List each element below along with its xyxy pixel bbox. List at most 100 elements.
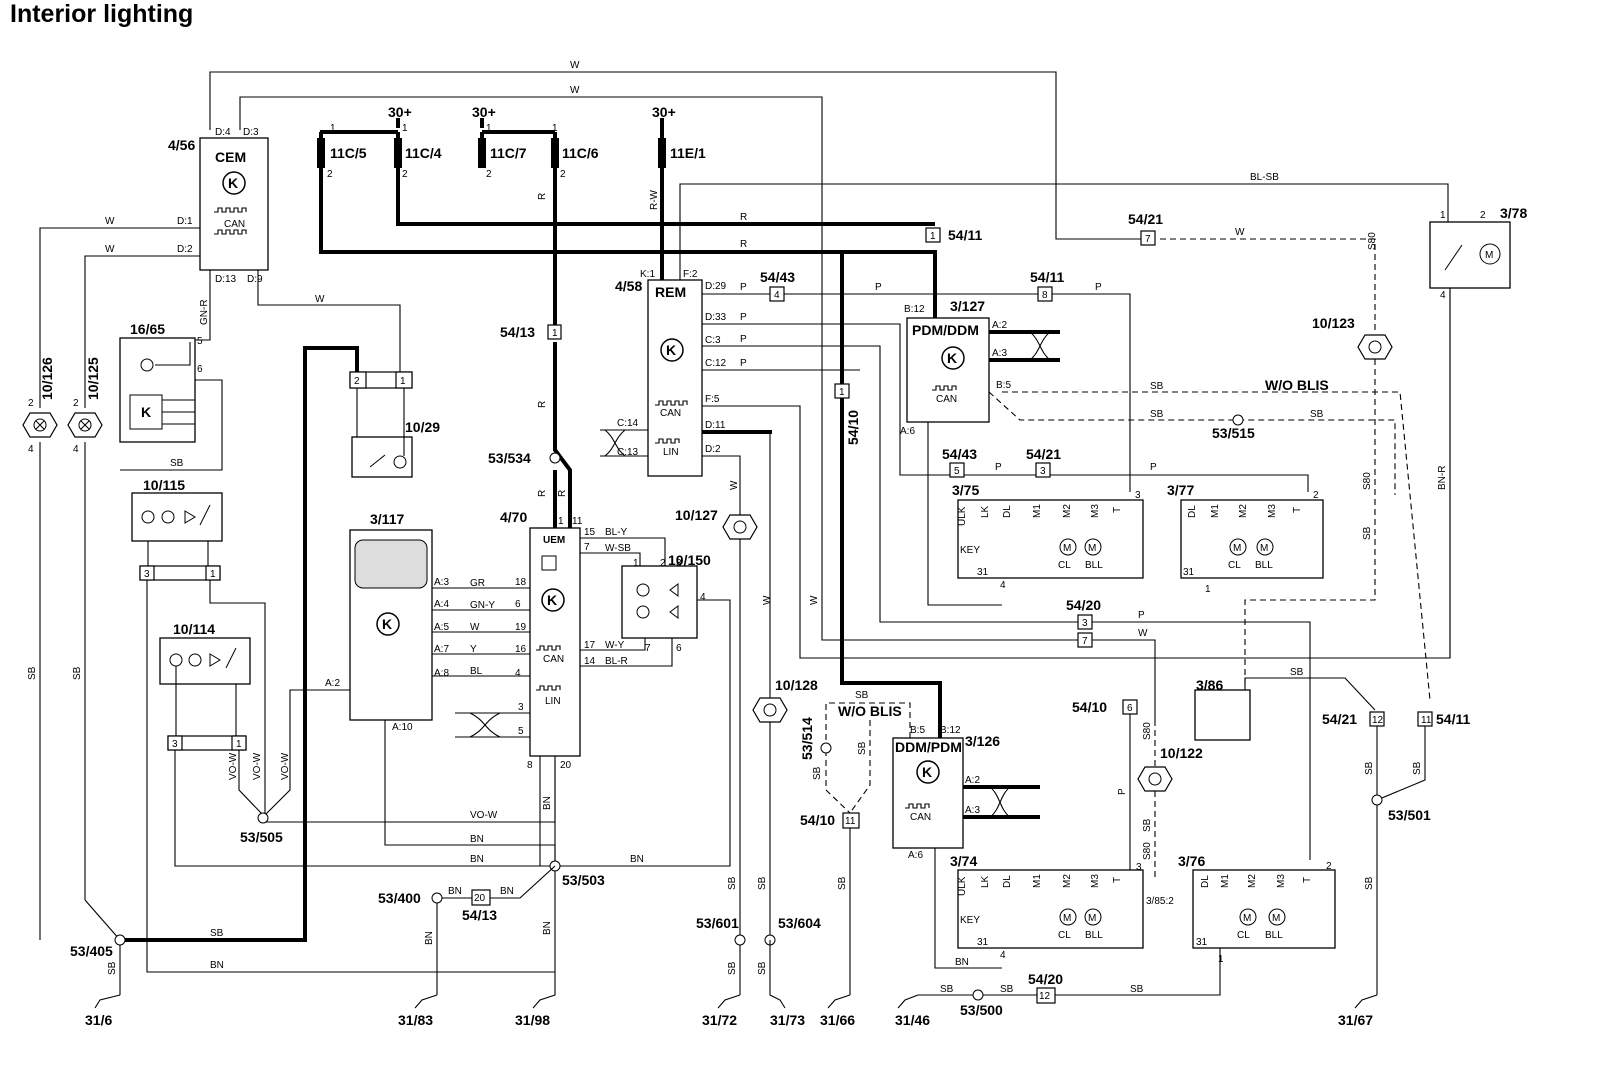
svg-text:3/74: 3/74 — [950, 853, 977, 869]
svg-text:A:3: A:3 — [992, 348, 1007, 359]
svg-text:53/500: 53/500 — [960, 1002, 1003, 1018]
svg-text:SB: SB — [1150, 409, 1164, 420]
svg-text:31/6: 31/6 — [85, 1012, 112, 1028]
svg-text:M3: M3 — [1267, 504, 1278, 518]
supply-30-label: 30+ — [388, 104, 412, 120]
svg-text:P: P — [1095, 282, 1102, 293]
svg-text:1: 1 — [552, 123, 558, 134]
svg-text:3: 3 — [518, 702, 524, 713]
can-label: CAN — [224, 219, 245, 230]
svg-text:14: 14 — [584, 656, 596, 667]
svg-text:T: T — [1112, 877, 1123, 883]
svg-text:M: M — [1233, 543, 1241, 554]
switch-10-114: 10/114 — [159, 621, 251, 736]
svg-text:W-Y: W-Y — [605, 640, 625, 651]
svg-text:BN: BN — [542, 796, 553, 810]
svg-text:31: 31 — [1183, 567, 1195, 578]
svg-text:10/122: 10/122 — [1160, 745, 1203, 761]
fuse-label: 11E/1 — [670, 145, 706, 161]
svg-text:6: 6 — [515, 599, 521, 610]
unit-3-86: 3/86 SB — [1194, 667, 1376, 741]
svg-text:SB: SB — [1150, 381, 1164, 392]
svg-text:W: W — [1235, 227, 1245, 238]
svg-text:T: T — [1302, 877, 1313, 883]
cem-ref: 4/56 — [168, 137, 195, 153]
svg-text:T: T — [1112, 507, 1123, 513]
svg-text:3: 3 — [1136, 862, 1142, 873]
svg-text:2: 2 — [560, 169, 566, 180]
lock-unit-3-77: 3/77 DL M1 M2 M3 T M M CL BLL 31 21 — [1167, 482, 1324, 595]
svg-text:KEY: KEY — [960, 915, 980, 926]
svg-text:1: 1 — [558, 516, 564, 527]
svg-text:K: K — [228, 175, 238, 191]
svg-text:CL: CL — [1228, 560, 1241, 571]
svg-text:SB: SB — [727, 961, 738, 975]
svg-text:S80: S80 — [1367, 232, 1378, 250]
svg-text:P: P — [740, 358, 747, 369]
svg-text:7: 7 — [1145, 234, 1151, 245]
svg-text:53/400: 53/400 — [378, 890, 421, 906]
svg-text:M1: M1 — [1032, 874, 1043, 888]
svg-text:2: 2 — [1313, 490, 1319, 501]
svg-text:17: 17 — [584, 640, 596, 651]
svg-text:SB: SB — [1142, 818, 1153, 832]
svg-text:7: 7 — [584, 542, 590, 553]
svg-text:CL: CL — [1058, 560, 1071, 571]
top-wires: W W BL-SB — [209, 60, 1449, 641]
svg-text:2: 2 — [28, 398, 34, 409]
svg-text:D:4: D:4 — [215, 127, 231, 138]
svg-text:ULK: ULK — [957, 876, 968, 896]
svg-text:SB: SB — [812, 766, 823, 780]
svg-text:BL: BL — [470, 666, 483, 677]
svg-text:A:10: A:10 — [392, 722, 413, 733]
svg-text:SB: SB — [940, 984, 954, 995]
svg-text:A:4: A:4 — [434, 599, 449, 610]
svg-text:B:12: B:12 — [940, 725, 961, 736]
svg-text:Y: Y — [470, 644, 477, 655]
svg-text:31: 31 — [977, 937, 989, 948]
svg-text:A:7: A:7 — [434, 644, 449, 655]
svg-text:1: 1 — [402, 123, 408, 134]
svg-text:54/11: 54/11 — [1030, 269, 1064, 285]
svg-text:D:9: D:9 — [247, 274, 263, 285]
svg-text:2: 2 — [327, 169, 333, 180]
svg-text:M1: M1 — [1210, 504, 1221, 518]
svg-text:3/117: 3/117 — [370, 511, 404, 527]
svg-text:11: 11 — [845, 816, 856, 827]
supply-30-label: 30+ — [652, 104, 676, 120]
svg-text:SB: SB — [837, 876, 848, 890]
svg-text:R: R — [740, 239, 747, 250]
svg-text:K: K — [141, 404, 151, 420]
svg-text:A:3: A:3 — [434, 577, 449, 588]
svg-text:W: W — [105, 216, 115, 227]
svg-text:10/127: 10/127 — [675, 507, 718, 523]
svg-text:53/515: 53/515 — [1212, 425, 1255, 441]
svg-text:6: 6 — [676, 643, 682, 654]
svg-text:P: P — [1150, 462, 1157, 473]
svg-text:54/20: 54/20 — [1028, 971, 1063, 987]
lamp-10-122: 10/122 S80 — [1137, 720, 1203, 880]
svg-text:DDM/PDM: DDM/PDM — [895, 739, 962, 755]
svg-text:M2: M2 — [1247, 874, 1258, 888]
svg-text:5: 5 — [518, 726, 524, 737]
svg-text:2: 2 — [354, 376, 360, 387]
svg-text:2: 2 — [486, 169, 492, 180]
svg-text:53/405: 53/405 — [70, 943, 113, 959]
svg-text:BLL: BLL — [1085, 930, 1103, 941]
svg-text:B:12: B:12 — [904, 304, 925, 315]
svg-text:1: 1 — [633, 558, 639, 569]
svg-text:K: K — [666, 342, 676, 358]
supply-30-label: 30+ — [472, 104, 496, 120]
svg-text:CAN: CAN — [660, 408, 681, 419]
svg-text:4: 4 — [28, 444, 34, 455]
svg-text:P: P — [995, 462, 1002, 473]
svg-text:P: P — [1138, 610, 1145, 621]
svg-text:W: W — [809, 595, 820, 605]
svg-text:D:2: D:2 — [705, 444, 721, 455]
svg-text:BL-Y: BL-Y — [605, 527, 628, 538]
fuse-label: 11C/4 — [405, 145, 442, 161]
svg-text:7: 7 — [645, 643, 651, 654]
svg-text:P: P — [875, 282, 882, 293]
